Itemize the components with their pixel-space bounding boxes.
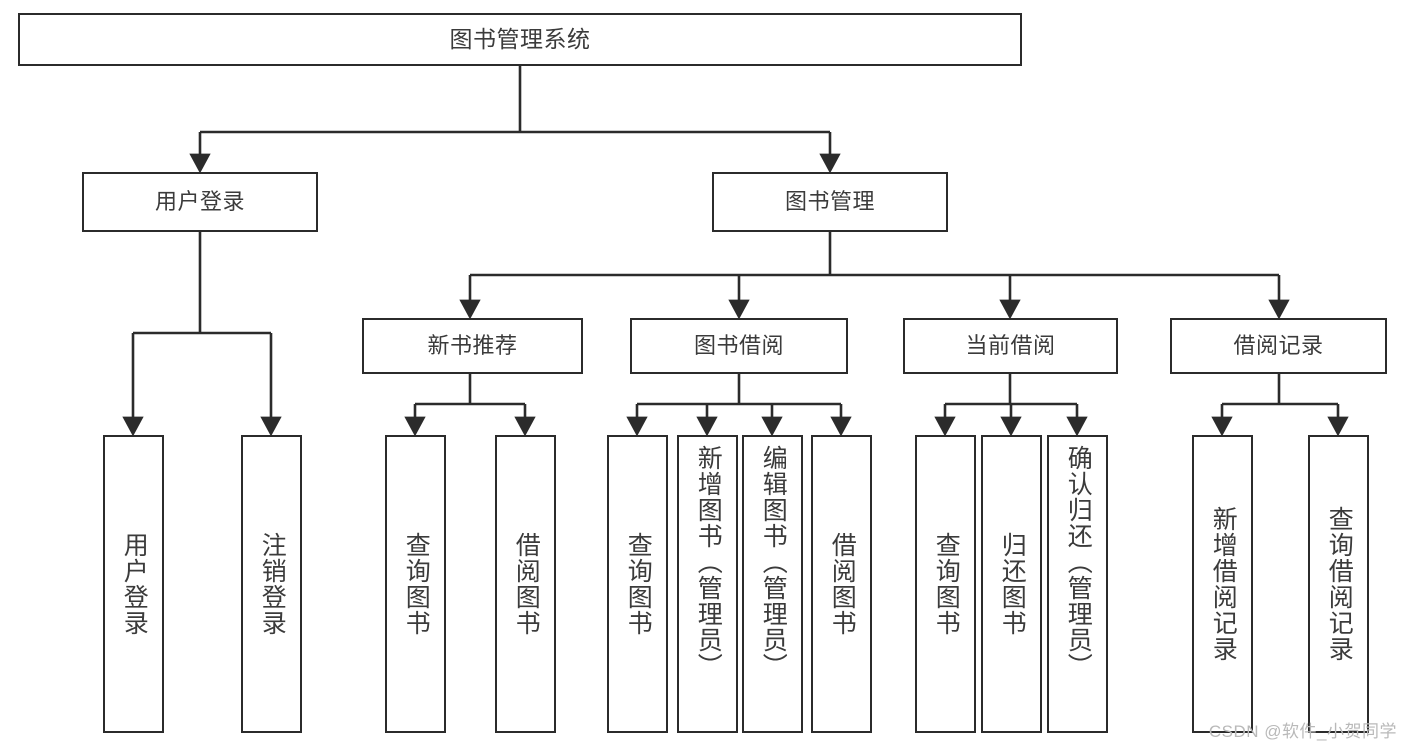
node-book-borrow[interactable]: 图书借阅 [630,318,848,374]
node-return-book-label: 归还图书 [998,532,1027,636]
node-borrow-record-label: 借阅记录 [1233,333,1324,359]
node-user-logout-leaf[interactable]: 注销登录 [241,435,302,733]
node-borrow-book-1-label: 借阅图书 [512,532,541,636]
node-new-book-recommend[interactable]: 新书推荐 [362,318,583,374]
node-borrow-book-2[interactable]: 借阅图书 [811,435,872,733]
node-return-book[interactable]: 归还图书 [981,435,1042,733]
node-query-borrow-record[interactable]: 查询借阅记录 [1308,435,1369,733]
node-borrow-record[interactable]: 借阅记录 [1170,318,1387,374]
node-user-login[interactable]: 用户登录 [82,172,318,232]
node-root[interactable]: 图书管理系统 [18,13,1022,66]
node-query-borrow-record-label: 查询借阅记录 [1325,506,1354,662]
node-user-logout-leaf-label: 注销登录 [258,532,287,636]
node-query-book-3[interactable]: 查询图书 [915,435,976,733]
node-add-book-label: 新增图书（管理员） [694,445,723,679]
node-user-login-label: 用户登录 [154,189,245,215]
node-current-borrow[interactable]: 当前借阅 [903,318,1118,374]
watermark-text: CSDN @软件_小贺同学 [1208,722,1397,741]
node-user-login-leaf-label: 用户登录 [120,532,149,636]
node-borrow-book-1[interactable]: 借阅图书 [495,435,556,733]
node-edit-book[interactable]: 编辑图书（管理员） [742,435,803,733]
node-query-book-1-label: 查询图书 [402,532,431,636]
node-edit-book-label: 编辑图书（管理员） [759,445,788,679]
node-add-book[interactable]: 新增图书（管理员） [677,435,738,733]
node-book-borrow-label: 图书借阅 [693,333,784,359]
node-add-borrow-record[interactable]: 新增借阅记录 [1192,435,1253,733]
node-user-login-leaf[interactable]: 用户登录 [103,435,164,733]
node-query-book-1[interactable]: 查询图书 [385,435,446,733]
node-confirm-return-label: 确认归还（管理员） [1064,445,1093,679]
node-root-label: 图书管理系统 [449,25,591,52]
node-current-borrow-label: 当前借阅 [965,333,1056,359]
node-borrow-book-2-label: 借阅图书 [828,532,857,636]
node-book-manage-label: 图书管理 [784,189,875,215]
node-query-book-2[interactable]: 查询图书 [607,435,668,733]
node-add-borrow-record-label: 新增借阅记录 [1209,506,1238,662]
node-new-book-recommend-label: 新书推荐 [427,333,518,359]
node-confirm-return[interactable]: 确认归还（管理员） [1047,435,1108,733]
node-query-book-3-label: 查询图书 [932,532,961,636]
node-query-book-2-label: 查询图书 [624,532,653,636]
node-book-manage[interactable]: 图书管理 [712,172,948,232]
